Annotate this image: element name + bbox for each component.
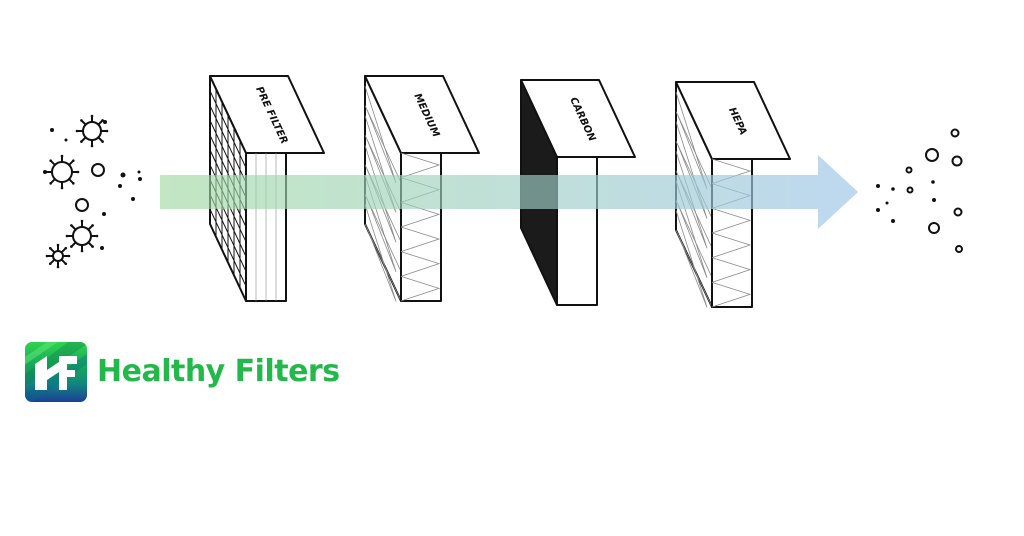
particle [950, 128, 960, 138]
particle [885, 201, 889, 205]
particle [932, 198, 936, 202]
clean-air-particles [876, 128, 963, 253]
particle [891, 219, 895, 223]
germ-icon [75, 114, 109, 148]
germ-icon [45, 243, 71, 269]
brand-logo: Healthy Filters [25, 342, 340, 402]
particle [64, 138, 68, 142]
particle [100, 246, 104, 250]
particle [50, 128, 54, 132]
hf-logo-icon [25, 342, 87, 402]
particle [906, 186, 914, 194]
particle [43, 170, 47, 174]
germ-icon [44, 154, 80, 190]
contaminant-particles [43, 114, 142, 269]
particle [131, 197, 135, 201]
particle [120, 172, 126, 178]
particle [891, 187, 895, 191]
brand-name: Healthy Filters [97, 354, 340, 389]
particle [102, 212, 106, 216]
particle [75, 198, 89, 212]
particle [955, 245, 963, 253]
particle [138, 177, 142, 181]
particle [925, 148, 939, 162]
particle [931, 180, 935, 184]
particle [953, 207, 963, 217]
particle [876, 184, 880, 188]
particle [928, 222, 940, 234]
germ-icon [65, 219, 99, 253]
particle [103, 120, 107, 124]
airflow-arrow [160, 155, 858, 229]
particle [951, 155, 963, 167]
particle [91, 163, 105, 177]
particle [876, 208, 880, 212]
particle [905, 166, 913, 174]
particle [137, 170, 141, 174]
particle [118, 184, 122, 188]
